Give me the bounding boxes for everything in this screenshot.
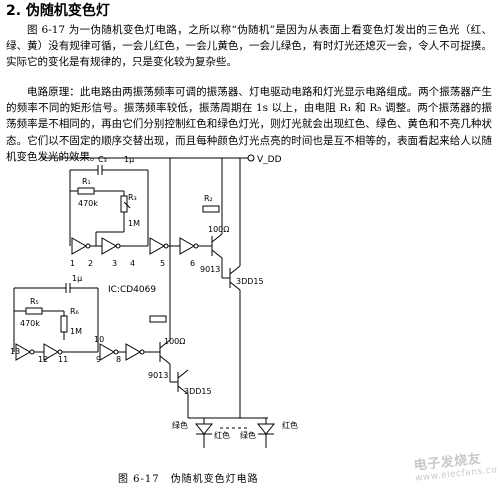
pin-2: 2 (88, 259, 93, 268)
lamp-green-label-2: 绿色 (240, 430, 256, 440)
c-bottom-value: 1μ (72, 274, 82, 283)
r5-label: R₅ (30, 297, 39, 306)
lamp-green-label-1: 绿色 (172, 420, 188, 430)
lamp-red-label-1: 红色 (214, 430, 230, 440)
pin-6: 6 (190, 259, 195, 268)
r1-value: 470k (78, 199, 98, 208)
r2-label: R₂ (204, 194, 213, 203)
r3-label: R₃ (128, 193, 137, 202)
c3-value: 1μ (124, 155, 134, 164)
lamp-string (194, 418, 276, 448)
paragraph-principle: 电路原理：此电路由两振荡频率可调的振荡器、灯电驱动电路和灯光显示电路组成。两个振… (6, 86, 492, 163)
pin-10: 10 (94, 335, 104, 344)
paragraph-intro: 图 6-17 为一伪随机变色灯电路，之所以称“伪随机”是因为从表面上看变色灯发出… (6, 24, 492, 69)
r6-value: 1M (70, 327, 82, 336)
pin-13: 13 (10, 347, 20, 356)
r6-label: R₆ (70, 307, 79, 316)
pin-3: 3 (112, 259, 117, 268)
lamp-red-label-2: 红色 (282, 420, 298, 430)
pin-8: 8 (116, 355, 121, 364)
pin-12: 12 (38, 355, 48, 364)
figure-caption: 图 6-17 伪随机变色灯电路 (118, 474, 259, 485)
q-top-label: 9013 (200, 265, 220, 274)
r2-value: 100Ω (208, 225, 229, 234)
r3-value: 1M (128, 219, 140, 228)
q-bottom-label: 9013 (148, 371, 168, 380)
pin-1: 1 (70, 259, 75, 268)
r5-value: 470k (20, 319, 40, 328)
vdd-label: V_DD (257, 155, 282, 165)
r-bottom-value: 100Ω (164, 337, 185, 346)
circuit-diagram: V_DD C₃ 1μ R₁ 470k R₃ 1M 1 2 3 4 5 6 R₂ … (10, 154, 298, 448)
q-top-out-label: 3DD15 (236, 277, 264, 286)
pin-5: 5 (160, 259, 165, 268)
c3-label: C₃ (98, 155, 107, 164)
ic-label: IC:CD4069 (108, 285, 156, 295)
pin-4: 4 (130, 259, 135, 268)
r1-label: R₁ (82, 177, 91, 186)
section-heading: 2. 伪随机变色灯 (6, 3, 110, 19)
pin-11: 11 (58, 355, 68, 364)
pin-9: 9 (96, 355, 101, 364)
q-bottom-out-label: 3DD15 (184, 387, 212, 396)
